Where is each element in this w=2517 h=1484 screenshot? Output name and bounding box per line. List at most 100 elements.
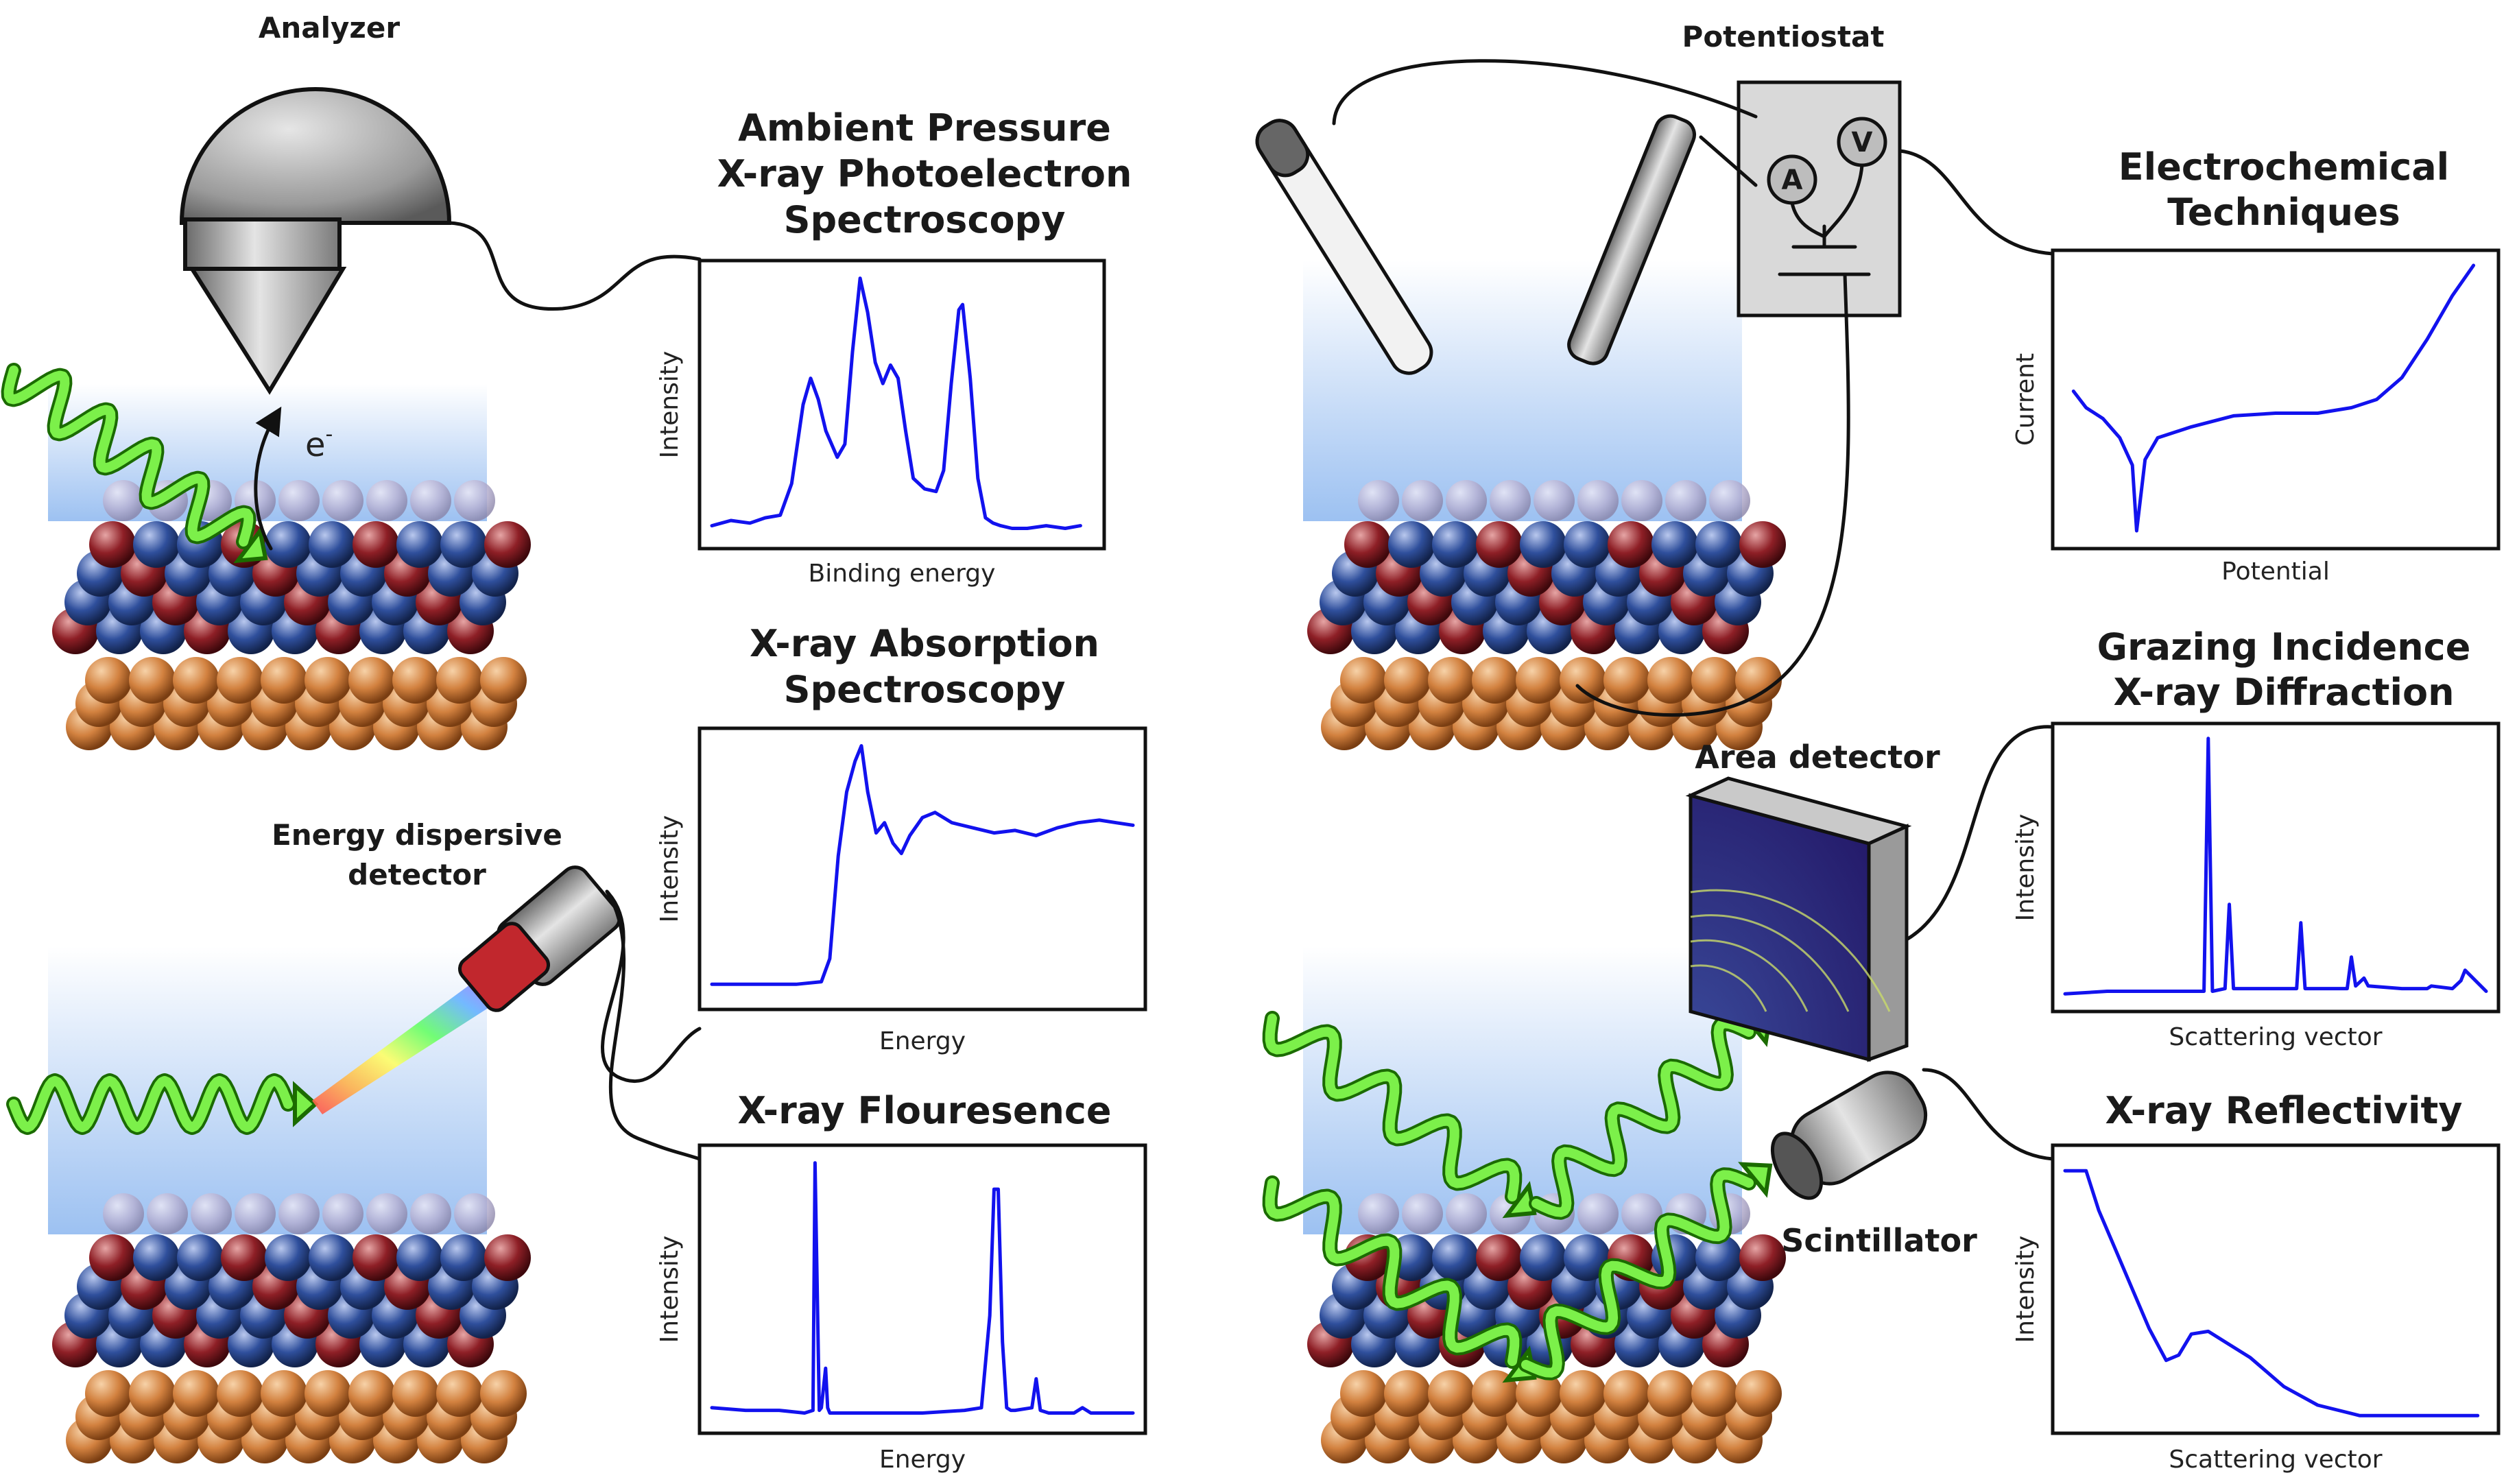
area-detector-side xyxy=(1867,824,1909,1062)
surface-atom xyxy=(366,1193,407,1234)
blue-atom xyxy=(1432,1234,1479,1281)
echem-data-cable xyxy=(1898,149,2055,256)
eds-cable-xrf xyxy=(605,889,702,1161)
substrate-atom xyxy=(305,657,351,704)
area-detector-cable xyxy=(1905,725,2055,942)
surface-atom xyxy=(1621,1193,1662,1234)
xas-title-1: X-ray Absorption xyxy=(750,622,1099,665)
red-atom xyxy=(89,521,136,568)
apxps-xlabel: Binding energy xyxy=(809,560,996,588)
surface-atom xyxy=(1577,1193,1619,1234)
echem-plot-frame xyxy=(2051,248,2501,551)
surface-atom xyxy=(1665,480,1706,521)
substrate-atom xyxy=(348,1370,395,1417)
potentiostat-circuit xyxy=(1790,163,1864,249)
plots-layer: Binding energyIntensityEnergyIntensityEn… xyxy=(656,248,2501,1474)
scintillator-icon xyxy=(1770,1070,1928,1200)
surface-atom xyxy=(1577,480,1619,521)
diffraction-ring xyxy=(1690,964,1767,1012)
surface-atom xyxy=(1534,480,1575,521)
battery-symbol-icon xyxy=(1778,245,1871,276)
working-electrode-cable xyxy=(1575,272,1850,717)
substrate-atom xyxy=(129,657,176,704)
xray-wave-icon xyxy=(6,1073,319,1135)
substrate-atom xyxy=(85,657,132,704)
analyzer-cable xyxy=(447,221,702,311)
red-atom xyxy=(484,521,531,568)
surface-atom xyxy=(191,1193,232,1234)
substrate-atom xyxy=(436,1370,483,1417)
surface-atom xyxy=(1490,480,1531,521)
blue-atom xyxy=(1651,521,1698,568)
blue-atom xyxy=(265,521,311,568)
blue-atom xyxy=(1520,1234,1566,1281)
counter-cable xyxy=(1699,135,1758,187)
sample-slab xyxy=(1303,261,1786,750)
area-detector-label: Area detector xyxy=(1695,739,1940,776)
red-atom xyxy=(89,1234,136,1281)
xas-series-line xyxy=(710,744,1135,986)
blue-atom xyxy=(309,1234,355,1281)
substrate-atom xyxy=(217,657,263,704)
surface-atom xyxy=(1709,480,1750,521)
blue-atom xyxy=(1432,521,1479,568)
xrr-xlabel: Scattering vector xyxy=(2169,1446,2382,1474)
red-atom xyxy=(484,1234,531,1281)
substrate-atom xyxy=(1647,1370,1694,1417)
blue-atom xyxy=(133,1234,180,1281)
reference-cable xyxy=(1332,59,1758,125)
xrr-plot-frame xyxy=(2051,1143,2501,1435)
substrate-atom xyxy=(85,1370,132,1417)
substrate-atom xyxy=(1691,1370,1738,1417)
substrate-atom xyxy=(261,657,307,704)
xas-ylabel: Intensity xyxy=(656,815,684,923)
xrf-plot-frame xyxy=(697,1143,1147,1435)
substrate-atom xyxy=(480,657,527,704)
xrf-title: X-ray Flouresence xyxy=(737,1089,1111,1132)
blue-atom xyxy=(396,521,443,568)
substrate-atom xyxy=(1560,1370,1606,1417)
analyzer-label: Analyzer xyxy=(259,11,400,45)
xrr-title: X-ray Reflectivity xyxy=(2106,1089,2463,1132)
red-atom xyxy=(1476,521,1523,568)
xrf-xlabel: Energy xyxy=(879,1446,966,1474)
surface-atom xyxy=(103,1193,144,1234)
substrate-atom xyxy=(173,1370,219,1417)
energy-dispersive-detector-icon xyxy=(457,865,621,1012)
apxps-title-1: Ambient Pressure xyxy=(738,106,1111,149)
area-detector-top xyxy=(1685,776,1912,846)
gixrd-title-2: X-ray Diffraction xyxy=(2113,671,2454,714)
voltmeter-label: V xyxy=(1852,127,1873,158)
red-atom xyxy=(1739,1234,1786,1281)
substrate-atom xyxy=(1691,657,1738,704)
surface-atom xyxy=(1402,480,1443,521)
gixrd-xlabel: Scattering vector xyxy=(2169,1023,2382,1051)
blue-atom xyxy=(265,1234,311,1281)
analyzer-cone xyxy=(188,267,347,395)
red-atom xyxy=(1608,521,1654,568)
surface-atom xyxy=(1358,1193,1399,1234)
scintillator-cable xyxy=(1922,1068,2055,1161)
xray-wave-icon xyxy=(1518,1162,1773,1380)
surface-atom xyxy=(454,480,495,521)
substrate-atom xyxy=(1340,1370,1387,1417)
surface-atom xyxy=(410,1193,451,1234)
blue-atom xyxy=(1520,521,1566,568)
sample-slab xyxy=(48,384,531,750)
diffraction-ring xyxy=(1690,939,1809,1012)
red-atom xyxy=(221,1234,267,1281)
substrate-atom xyxy=(1647,657,1694,704)
blue-atom xyxy=(440,1234,487,1281)
substrate-atom xyxy=(1516,657,1562,704)
illustration-layer: AV xyxy=(1,59,2055,1463)
apxps-title-3: Spectroscopy xyxy=(784,198,1066,241)
surface-atom xyxy=(235,1193,276,1234)
reference-electrode-icon xyxy=(1255,119,1433,375)
blue-atom xyxy=(177,1234,224,1281)
xrf-series-line xyxy=(710,1161,1135,1415)
substrate-atom xyxy=(1428,657,1475,704)
